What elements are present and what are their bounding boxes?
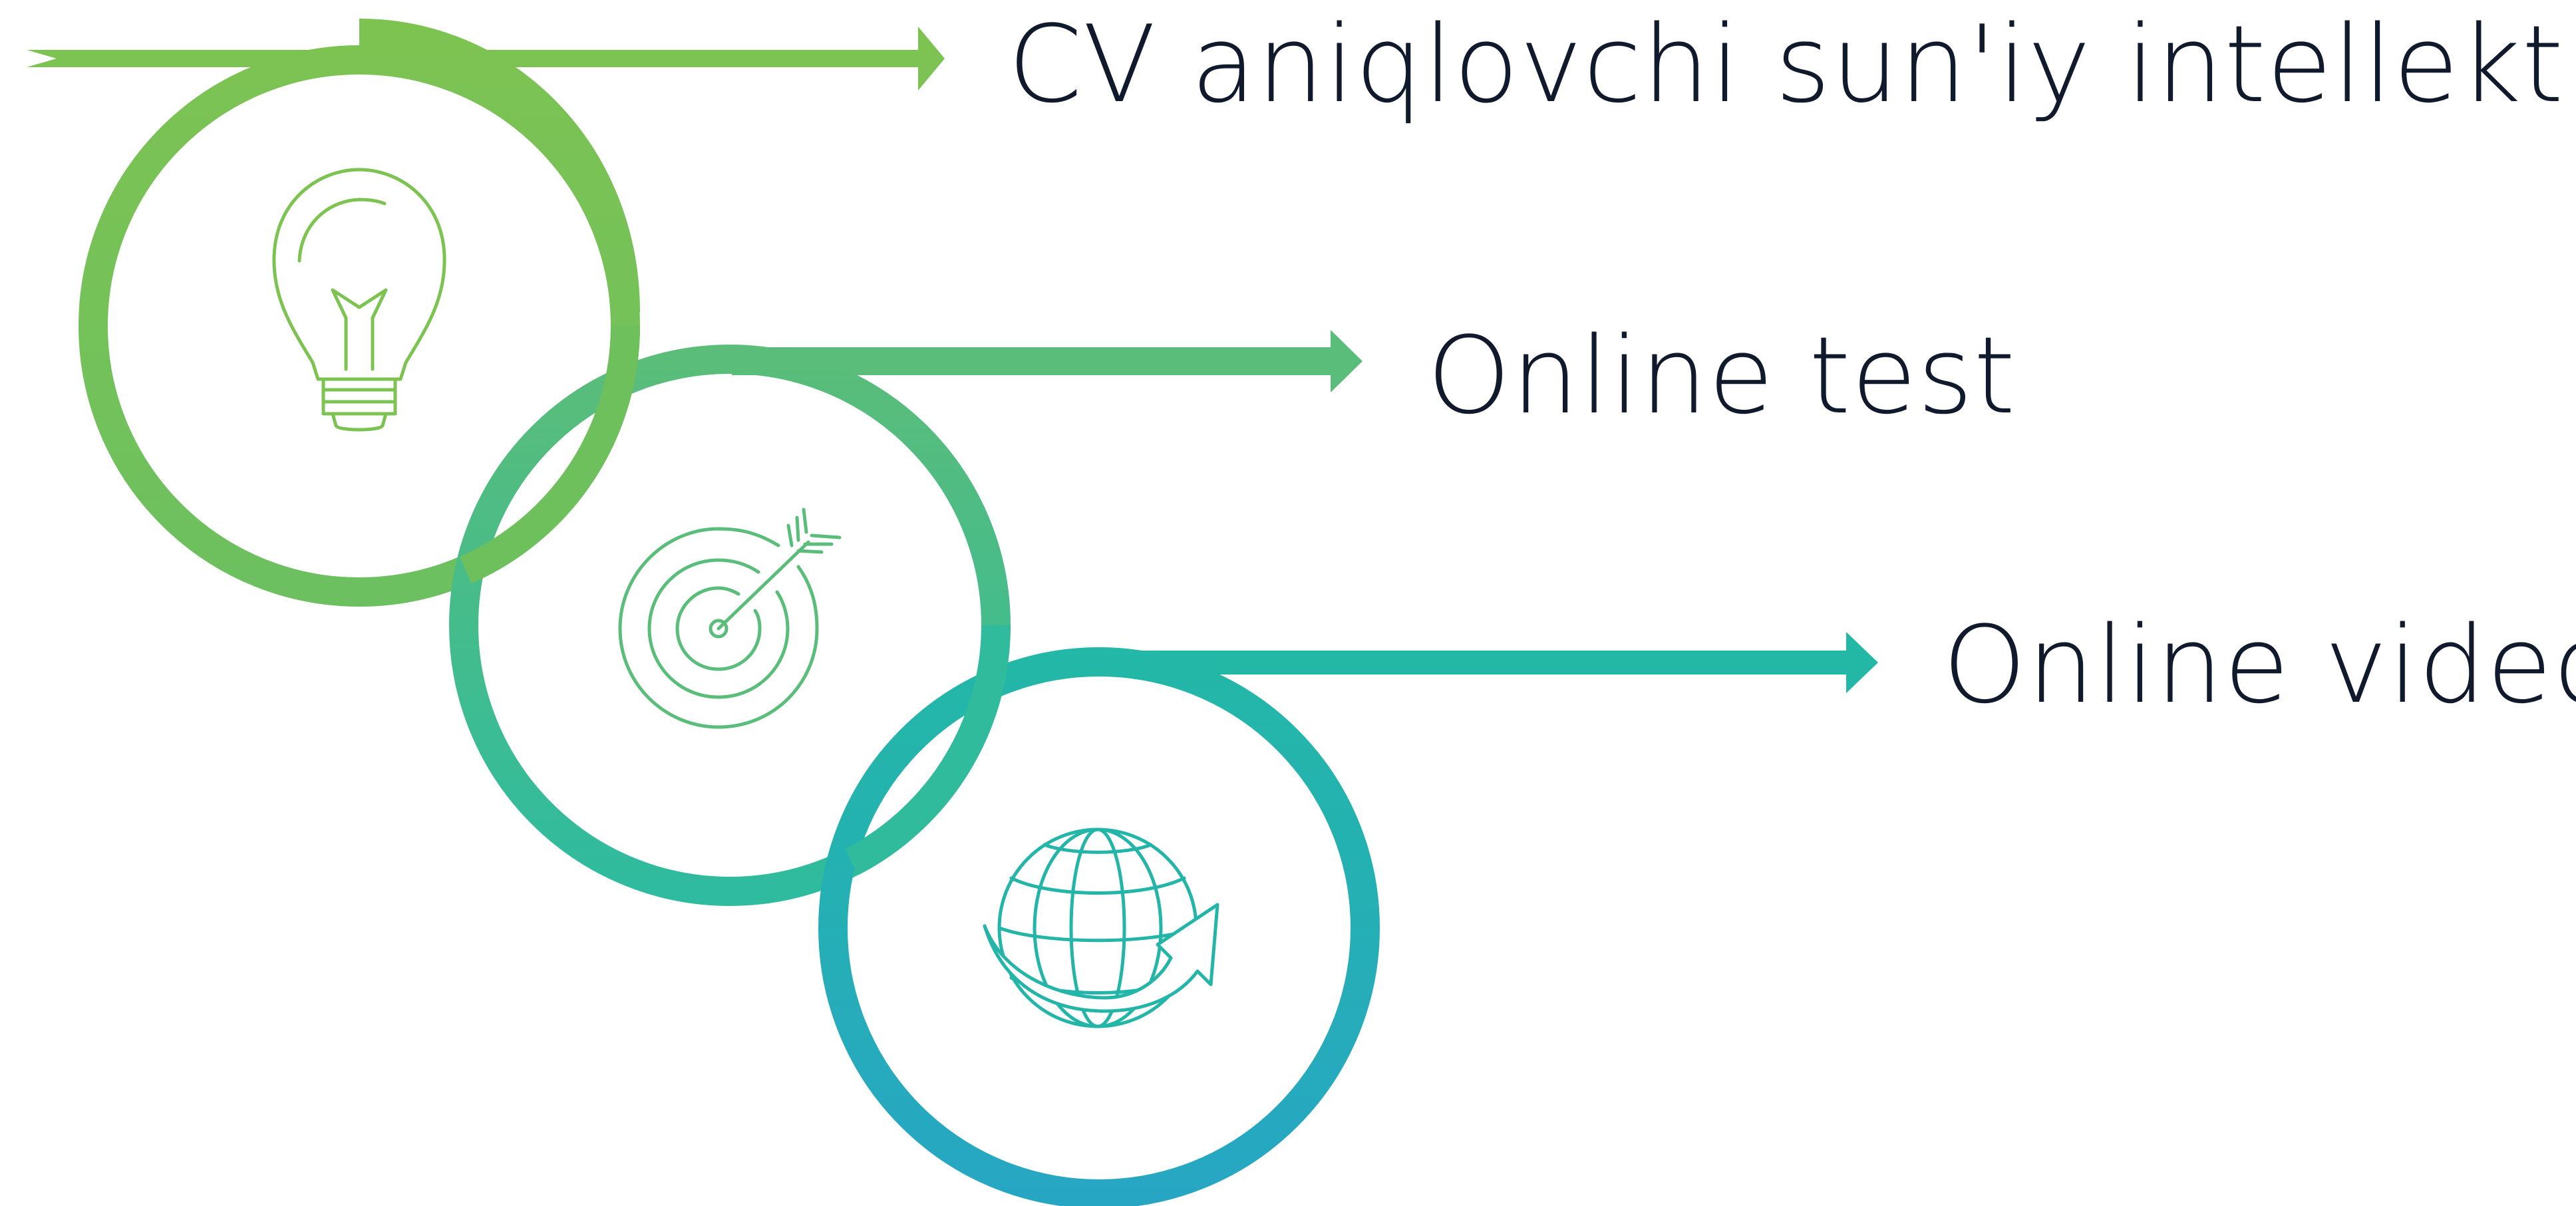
step-3-arrow <box>1099 632 1878 693</box>
step-1-ring-overlap <box>460 325 641 584</box>
step-1-label: CV aniqlovchi sun'iy intellekt <box>1008 2 2564 126</box>
step-2-arrow <box>732 330 1363 392</box>
step-3-label: Online video <box>1943 603 2576 727</box>
lightbulb-icon <box>272 168 446 432</box>
step-3 <box>818 632 1878 1206</box>
target-icon <box>618 508 842 729</box>
step-2-label: Online test <box>1427 313 2016 438</box>
step-2-ring-overlap <box>844 625 1011 875</box>
globe-icon <box>983 828 1219 1028</box>
step-3-ring <box>818 647 1380 1206</box>
